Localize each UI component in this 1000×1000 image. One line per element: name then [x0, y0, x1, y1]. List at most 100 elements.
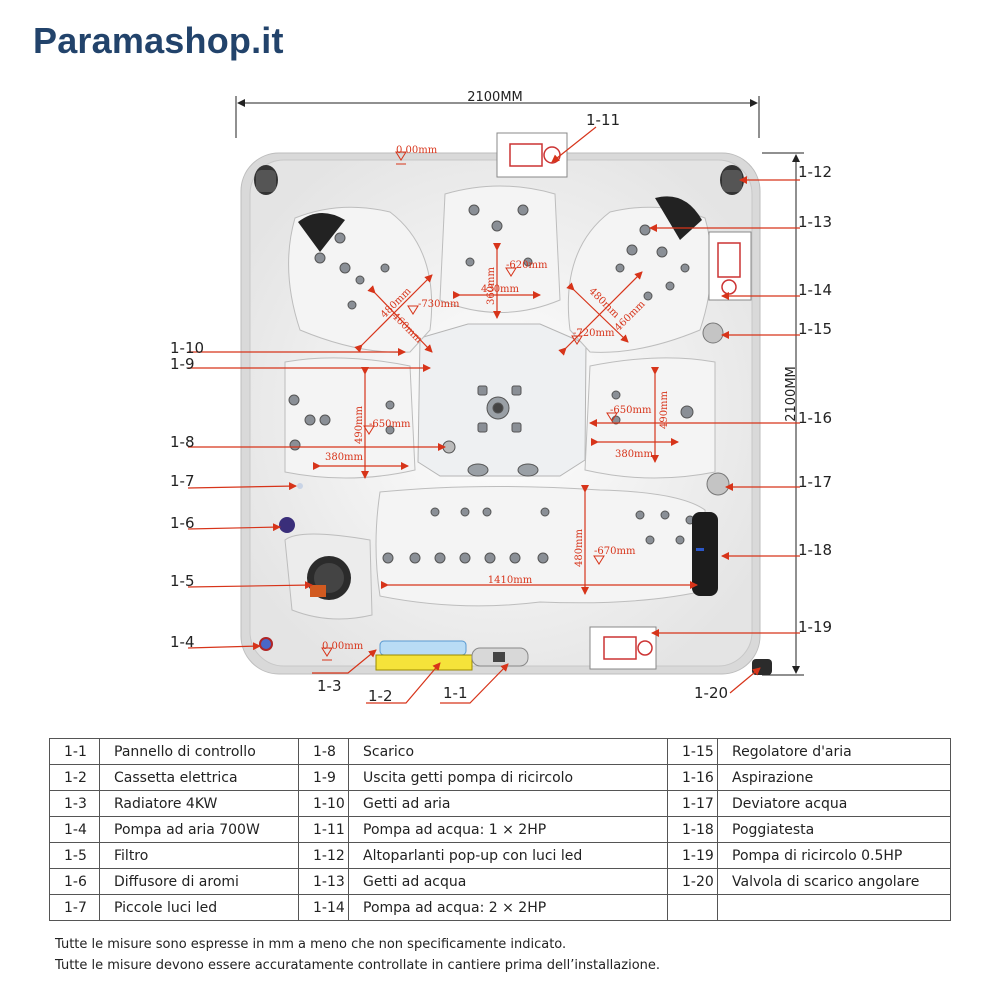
callout-1-20: 1-20 — [694, 684, 728, 702]
left-pillow — [298, 212, 345, 252]
headrest-pillow — [692, 512, 718, 596]
legend-code: 1-11 — [298, 816, 349, 843]
table-row: 1-1 Pannello di controllo 1-8 Scarico 1-… — [49, 738, 951, 765]
recirculation-pump — [589, 626, 657, 670]
legend-code: 1-18 — [667, 816, 718, 843]
left-corner-drop: -730mm — [418, 299, 460, 310]
callout-1-14: 1-14 — [798, 281, 832, 299]
pump-1x2hp — [496, 132, 568, 178]
callout-1-12: 1-12 — [798, 163, 832, 181]
level-top-label: 0.00mm — [396, 145, 438, 156]
legend-desc: Piccole luci led — [99, 894, 299, 921]
left-seat-depth: 490mm — [354, 405, 365, 444]
legend-code: 1-19 — [667, 842, 718, 869]
lounger-drop: -670mm — [594, 546, 636, 557]
water-diverter — [706, 472, 730, 496]
legend-desc: Pompa di ricircolo 0.5HP — [717, 842, 951, 869]
legend-desc: Pompa ad acqua: 2 × 2HP — [348, 894, 668, 921]
right-seat-width: 380mm — [615, 449, 654, 460]
table-row: 1-4 Pompa ad aria 700W 1-11 Pompa ad acq… — [49, 816, 951, 843]
callout-1-19: 1-19 — [798, 618, 832, 636]
legend-desc: Cassetta elettrica — [99, 764, 299, 791]
top-seat-width: 430mm — [481, 284, 520, 295]
hot-tub-diagram: 2100MM 2100MM — [170, 90, 832, 705]
aroma-diffuser — [279, 517, 295, 533]
footwell-jets — [467, 385, 539, 477]
left-seat-drop: -650mm — [369, 419, 411, 430]
level-bottom-label: 0.00mm — [322, 641, 364, 652]
water-jets — [288, 204, 695, 564]
callout-1-13: 1-13 — [798, 213, 832, 231]
legend-code: 1-13 — [298, 868, 349, 895]
air-regulator — [702, 322, 724, 344]
table-row: 1-3 Radiatore 4KW 1-10 Getti ad aria 1-1… — [49, 790, 951, 817]
led-light — [297, 483, 303, 489]
lounger-depth: 480mm — [574, 528, 585, 567]
callout-1-18: 1-18 — [798, 541, 832, 559]
legend-code: 1-4 — [49, 816, 100, 843]
legend-code: 1-1 — [49, 738, 100, 765]
legend-code: 1-16 — [667, 764, 718, 791]
legend-table: 1-1 Pannello di controllo 1-8 Scarico 1-… — [49, 738, 951, 921]
callout-1-6: 1-6 — [170, 514, 195, 532]
callout-1-17: 1-17 — [798, 473, 832, 491]
legend-desc: Pompa ad aria 700W — [99, 816, 299, 843]
callout-1-1: 1-1 — [443, 684, 468, 702]
legend-desc: Valvola di scarico angolare — [717, 868, 951, 895]
legend-code: 1-10 — [298, 790, 349, 817]
speaker-right — [720, 165, 744, 195]
table-row: 1-2 Cassetta elettrica 1-9 Uscita getti … — [49, 764, 951, 791]
legend-code: 1-7 — [49, 894, 100, 921]
callout-1-15: 1-15 — [798, 320, 832, 338]
legend-desc: Poggiatesta — [717, 816, 951, 843]
callout-1-4: 1-4 — [170, 633, 195, 651]
legend-desc: Pompa ad acqua: 1 × 2HP — [348, 816, 668, 843]
legend-desc: Pannello di controllo — [99, 738, 299, 765]
width-label: 2100MM — [467, 90, 523, 105]
legend-code: 1-14 — [298, 894, 349, 921]
note-line: Tutte le misure sono espresse in mm a me… — [55, 937, 567, 952]
legend-desc: Scarico — [348, 738, 668, 765]
legend-desc: Altoparlanti pop-up con luci led — [348, 842, 668, 869]
notes: Tutte le misure sono espresse in mm a me… — [55, 934, 660, 976]
right-corner-drop: -720mm — [573, 328, 615, 339]
legend-desc: Filtro — [99, 842, 299, 869]
legend-code: 1-3 — [49, 790, 100, 817]
top-seat-depth: 360mm — [486, 266, 497, 305]
legend-code: 1-2 — [49, 764, 100, 791]
right-pillow — [655, 196, 702, 240]
legend-code: 1-12 — [298, 842, 349, 869]
legend-code: 1-17 — [667, 790, 718, 817]
brand-logo: Paramashop.it — [33, 20, 284, 61]
callout-1-7: 1-7 — [170, 472, 195, 490]
pump-2x2hp — [708, 231, 752, 301]
legend-desc — [717, 894, 951, 921]
legend-desc: Getti ad acqua — [348, 868, 668, 895]
speaker-left — [254, 165, 278, 195]
right-seat-drop: -650mm — [610, 405, 652, 416]
callout-1-9: 1-9 — [170, 355, 195, 373]
callout-1-2: 1-2 — [368, 687, 393, 705]
heater — [379, 640, 467, 656]
legend-code: 1-5 — [49, 842, 100, 869]
legend-code: 1-15 — [667, 738, 718, 765]
electrical-box — [375, 654, 473, 671]
legend-desc: Radiatore 4KW — [99, 790, 299, 817]
table-row: 1-6 Diffusore di aromi 1-13 Getti ad acq… — [49, 868, 951, 895]
note-line: Tutte le misure devono essere accuratame… — [55, 958, 661, 973]
lounger-length: 1410mm — [488, 575, 533, 586]
callout-1-11: 1-11 — [586, 111, 620, 129]
legend-desc: Getti ad aria — [348, 790, 668, 817]
callout-1-5: 1-5 — [170, 572, 195, 590]
table-row: 1-5 Filtro 1-12 Altoparlanti pop-up con … — [49, 842, 951, 869]
height-dimension: 2100MM — [762, 152, 804, 676]
legend-desc: Diffusore di aromi — [99, 868, 299, 895]
legend-code: 1-9 — [298, 764, 349, 791]
width-dimension: 2100MM — [235, 90, 760, 138]
height-label: 2100MM — [784, 366, 799, 422]
filter — [307, 556, 351, 600]
legend-code: 1-8 — [298, 738, 349, 765]
right-seat-depth: 490mm — [659, 390, 670, 429]
table-row: 1-7 Piccole luci led 1-14 Pompa ad acqua… — [49, 894, 951, 921]
callout-1-8: 1-8 — [170, 433, 195, 451]
